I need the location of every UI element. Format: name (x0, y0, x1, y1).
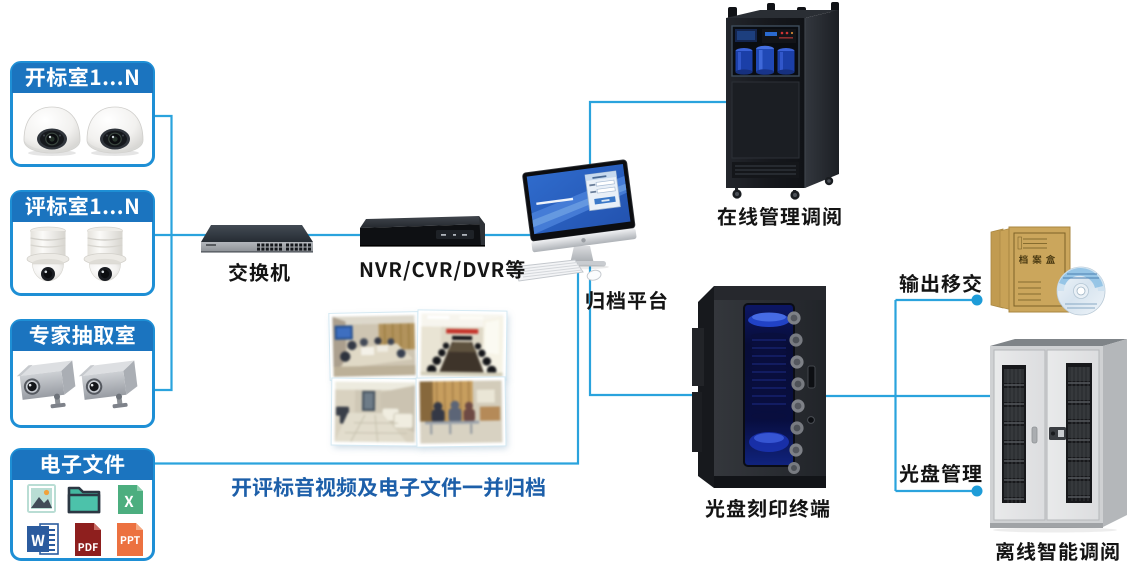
switch-top-face (201, 225, 313, 242)
photo-waiting-room (416, 377, 506, 447)
dome-camera-icons (23, 106, 144, 156)
cd-disc (1056, 266, 1106, 316)
pdf-letters: PDF (78, 540, 99, 555)
monitor-display (522, 159, 637, 253)
archive-boxes-and-cd: 档案盒 (990, 226, 1106, 316)
tower-keyhole (807, 416, 815, 424)
offline-electronic-lock (1049, 427, 1066, 440)
offline-door-handle (1031, 426, 1038, 444)
ptz-camera-icons (26, 226, 127, 282)
nvr-recorder (360, 216, 485, 247)
offline-disc-window-left (1002, 365, 1026, 503)
wire-box4-to-monitor (154, 262, 580, 465)
photo-conference-room (417, 310, 507, 380)
wire-monitor-to-disc-tower (588, 258, 714, 397)
screen-login-panel (584, 170, 621, 212)
offline-cabinet (990, 339, 1127, 533)
tower-buttons (787, 311, 805, 474)
switch-ports (206, 243, 311, 251)
cabinet-door (731, 81, 800, 159)
offline-disc-window-right (1066, 363, 1092, 503)
offline-cabinet-top (990, 339, 1127, 346)
bid-evaluation-room-header: 评标室1...N (12, 192, 153, 222)
offline-cabinet-side (1103, 339, 1127, 527)
expert-extraction-room-header: 专家抽取室 (12, 321, 153, 351)
switch-front-face (201, 242, 313, 252)
switch-label: 交换机 (228, 257, 291, 286)
output-transfer-label: 输出移交 (899, 268, 983, 297)
photo-lounge-room (331, 378, 419, 446)
dome-camera-icon (86, 106, 144, 156)
disc-management-endpoint-dot (971, 485, 983, 497)
wire-monitor-to-online-cabinet (588, 100, 726, 174)
seated-people (431, 400, 476, 423)
bullet-camera-icon (16, 360, 76, 409)
cabinet-vents (732, 162, 799, 178)
ptz-camera-icon (83, 226, 127, 282)
network-switch (201, 225, 313, 253)
file-type-icons: X W PDF (27, 484, 143, 556)
word-file-icon: W (27, 523, 59, 555)
bid-evaluation-room-box: 评标室1...N (10, 190, 155, 296)
cabinet-upper-window (731, 25, 800, 77)
bullet-camera-icon (78, 360, 138, 409)
ptz-camera-icon (26, 226, 70, 282)
cabinet-casters (732, 176, 834, 200)
bullet-camera-icons (16, 360, 138, 409)
electronic-files-header: 电子文件 (12, 450, 153, 480)
blue-canisters (735, 45, 795, 75)
archive-platform-monitor (512, 159, 637, 282)
disc-burning-tower (692, 286, 826, 488)
offline-cabinet-base (990, 523, 1103, 528)
nvr-front-face (360, 224, 485, 246)
folder-icon (67, 486, 101, 514)
ppt-letters: PPT (120, 533, 141, 548)
online-cabinet (726, 2, 839, 200)
keyboard (512, 259, 584, 282)
image-file-icon (27, 484, 56, 513)
pdf-file-icon: PDF (75, 523, 101, 556)
screen-system-title-bars (536, 197, 574, 206)
bid-opening-room-box: 开标室1...N (10, 61, 155, 167)
dome-camera-icon (23, 106, 81, 156)
tower-side-panel (698, 286, 714, 488)
offline-cabinet-label: 离线智能调阅 (995, 536, 1121, 565)
bid-opening-room-header: 开标室1...N (12, 63, 153, 93)
archive-platform-label: 归档平台 (585, 285, 669, 314)
electronic-files-box: 电子文件 X (10, 448, 155, 561)
online-cabinet-label: 在线管理调阅 (717, 201, 843, 230)
disc-tower-label: 光盘刻印终端 (705, 493, 831, 522)
disc-management-label: 光盘管理 (899, 458, 983, 487)
mouse (586, 269, 602, 281)
cabinet-side-face (805, 10, 839, 188)
excel-letter: X (124, 491, 134, 512)
excel-file-icon: X (118, 485, 143, 514)
tower-disc-window (743, 303, 795, 467)
word-letter: W (31, 530, 45, 551)
nvr-label: NVR/CVR/DVR等 (359, 254, 527, 283)
photo-meeting-room-1 (329, 312, 419, 380)
expert-extraction-room-box: 专家抽取室 (10, 319, 155, 428)
merge-note-text: 开评标音视频及电子文件一并归档 (231, 472, 546, 502)
cabinet-top-face (726, 10, 839, 18)
ppt-file-icon: PPT (117, 523, 143, 556)
output-transfer-endpoint-dot (971, 294, 983, 306)
tower-usb-slot (807, 365, 816, 389)
archive-box-title: 档案盒 (1019, 252, 1060, 266)
wire-bus-left (154, 114, 173, 392)
